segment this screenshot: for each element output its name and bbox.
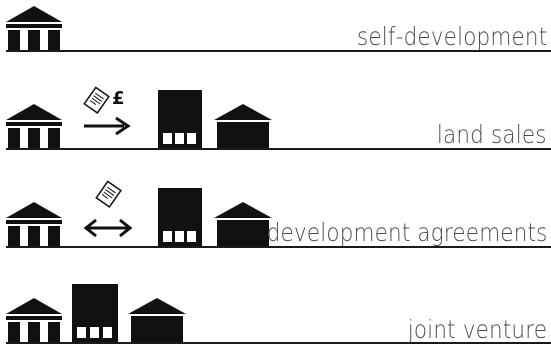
baseline: [6, 246, 551, 248]
row-land-sales: £ land sales: [0, 86, 551, 152]
civic-building-icon: [6, 104, 62, 148]
house-icon: [214, 104, 272, 148]
currency-symbol: £: [112, 88, 125, 109]
document-icon: [83, 86, 110, 115]
house-icon: [128, 298, 186, 342]
house-icon: [214, 202, 272, 246]
tower-block-icon: [72, 284, 118, 342]
row-self-development: self-development: [0, 0, 551, 60]
document-icon: [95, 180, 122, 209]
civic-building-icon: [6, 6, 62, 50]
civic-building-icon: [6, 298, 62, 342]
baseline: [6, 342, 551, 344]
tower-block-icon: [158, 188, 202, 246]
row-joint-venture: joint venture: [0, 280, 551, 350]
baseline: [6, 148, 551, 150]
arrow-right-icon: [84, 116, 131, 136]
civic-building-icon: [6, 202, 62, 246]
row-label: land sales: [437, 120, 547, 149]
tower-block-icon: [158, 90, 202, 148]
row-development-agreements: development agreements: [0, 180, 551, 250]
row-label: development agreements: [266, 218, 547, 247]
double-arrow-icon: [83, 218, 133, 238]
row-label: joint venture: [407, 315, 547, 344]
row-label: self-development: [356, 22, 547, 51]
baseline: [6, 50, 551, 52]
